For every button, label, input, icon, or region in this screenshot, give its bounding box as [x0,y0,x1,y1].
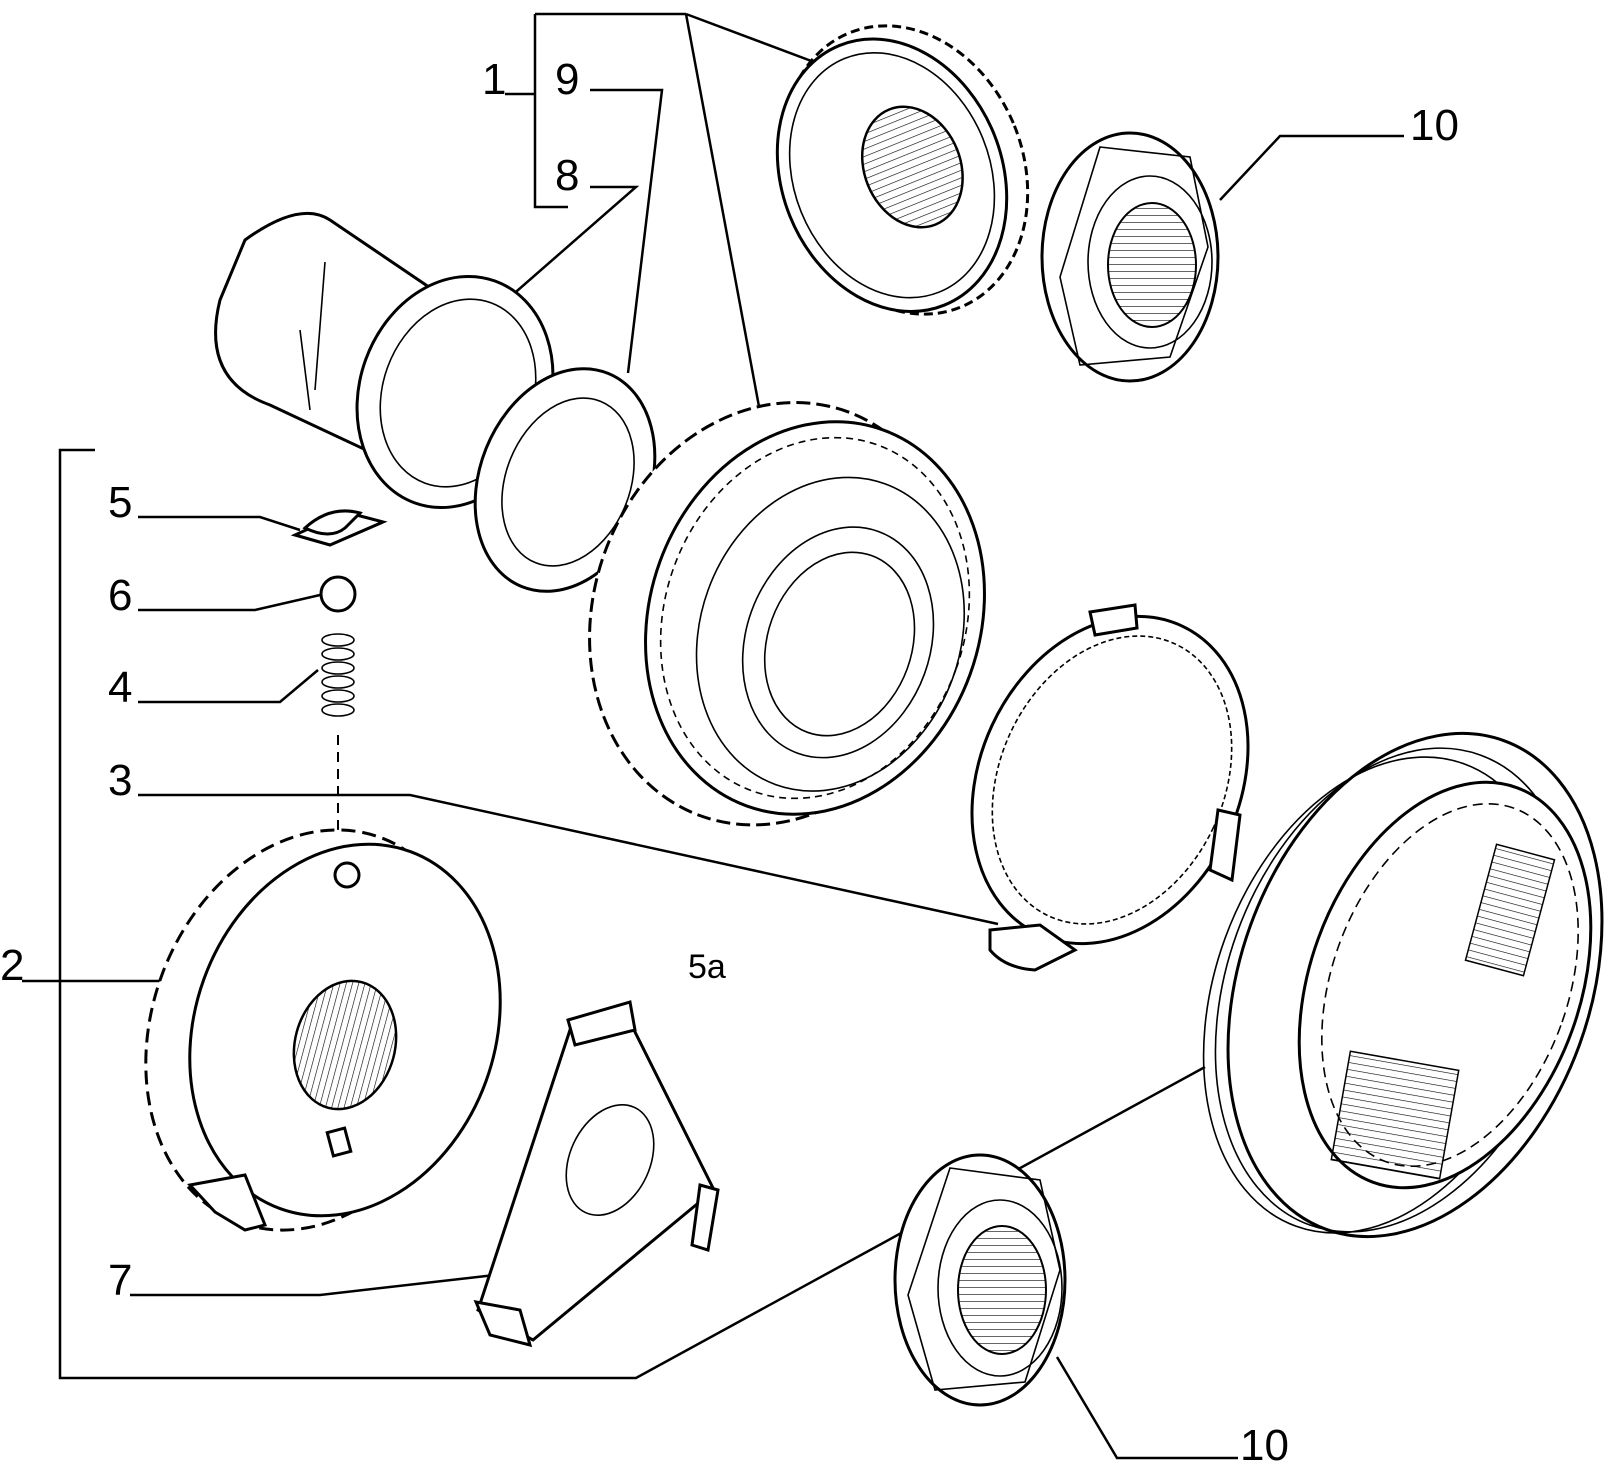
callout-1: 1 [482,55,506,104]
callout-7: 7 [108,1256,132,1305]
detent-ball [319,575,357,613]
retaining-plate [473,1000,720,1348]
callout-2: 2 [0,941,24,990]
sliding-pad [290,509,388,547]
view-label: 5a [688,948,726,986]
sliding-sleeve [1202,731,1604,1239]
gear-synchro-large [588,401,986,827]
callout-4: 4 [108,663,132,712]
callout-6: 6 [108,571,132,620]
callout-10-bottom: 10 [1240,1421,1289,1465]
callout-9: 9 [555,55,579,104]
synchro-ring [970,603,1250,972]
callout-3: 3 [108,756,132,805]
nut-bottom [893,1153,1067,1407]
callout-10-top: 10 [1410,101,1459,150]
synchro-hub [144,828,502,1232]
nut-top [1040,131,1220,383]
gear-top-helical [775,24,1030,316]
callout-8: 8 [555,151,579,200]
callout-5: 5 [108,478,132,527]
callout-labels: 1 9 8 10 5 6 4 3 2 7 10 5a [0,55,1459,1465]
detent-spring [321,633,355,717]
